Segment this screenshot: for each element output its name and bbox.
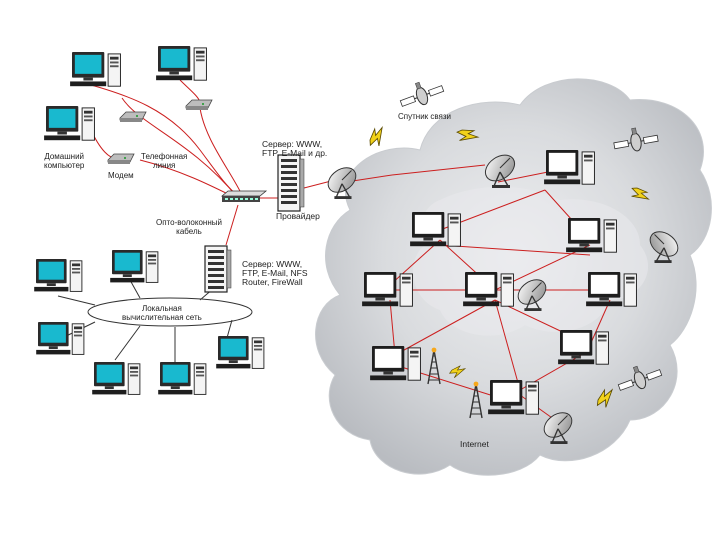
- lan-pc-1: [34, 259, 83, 292]
- isp-server-label-line2: FTP, E-Mail и др.: [262, 148, 328, 158]
- isp-server-label: Сервер: WWW, FTP, E-Mail и др.: [262, 140, 327, 158]
- provider-hub: [220, 190, 268, 202]
- cloud-pc-s: [488, 380, 539, 415]
- home-computer-label: Домашний компьютер: [44, 152, 84, 170]
- modem-right: [185, 99, 213, 110]
- lan-server: [204, 245, 232, 293]
- modem-label: Модем: [108, 171, 134, 180]
- lan-link-pc2: [129, 279, 141, 299]
- lan-pc-3: [36, 322, 85, 355]
- link-fiber-cable: [225, 204, 239, 246]
- home-computer-label-line2: компьютер: [44, 161, 85, 170]
- link-nw-ne: [439, 244, 591, 256]
- link-pc2-modem2: [179, 79, 201, 103]
- link-e-se: [589, 299, 611, 346]
- satellite-top: [399, 81, 445, 107]
- internet-label: Internet: [460, 439, 489, 449]
- satellite-bottom-right: [617, 365, 663, 391]
- lan-label-line1: Локальная: [141, 304, 182, 313]
- lan-link-pc4: [114, 325, 141, 361]
- radio-link-left: [369, 125, 383, 147]
- cloud-pc-ne: [566, 218, 617, 253]
- cloud-pc-se: [558, 330, 609, 365]
- radio-link-center: [456, 129, 480, 141]
- isp-server-label-line1: Сервер: WWW,: [262, 139, 323, 149]
- radio-tower-bottom: [469, 381, 483, 419]
- modem-home: [107, 153, 135, 164]
- cloud-dish-right: [649, 231, 679, 263]
- cloud-dish-bottom: [543, 412, 573, 444]
- satellite-link-label: Спутник связи: [398, 112, 452, 121]
- home-computer-label-line1: Домашний: [44, 152, 85, 161]
- home-pc-top-left: [70, 52, 121, 87]
- lan-server-label: Сервер: WWW, FTP, E-Mail, NFS Router, Fi…: [242, 260, 308, 287]
- lan-pc-2: [110, 250, 159, 283]
- lan-server-label-line1: Сервер: WWW,: [242, 259, 303, 269]
- phone-line-label-line2: линия: [153, 161, 176, 170]
- phone-line-label-line1: Телефонная: [141, 152, 188, 161]
- lan-pc-5: [158, 362, 207, 395]
- link-nw-w: [389, 239, 441, 286]
- lan-label: Локальная вычислительная сеть: [122, 304, 202, 322]
- modem-upper: [119, 111, 147, 122]
- radio-link-bottom: [596, 388, 614, 408]
- link-modem-right: [199, 107, 243, 196]
- cloud-pc-sw: [370, 346, 421, 381]
- cloud-pc-center: [463, 272, 514, 307]
- radio-tower-left: [427, 347, 441, 385]
- lan-link-pc1: [57, 295, 96, 306]
- provider-label: Провайдер: [276, 211, 320, 221]
- lan-server-label-line3: Router, FireWall: [242, 277, 303, 287]
- radio-link-tower: [448, 365, 467, 378]
- fiber-cable-label: Опто-волоконный кабель: [156, 218, 222, 236]
- provider-server: [277, 154, 305, 212]
- link-satdish-pc: [497, 171, 549, 183]
- satellite-right: [613, 127, 659, 152]
- cloud-pc-e: [586, 272, 637, 307]
- cloud-dish-center: [517, 279, 547, 311]
- lan-pc-4: [92, 362, 141, 395]
- home-pc-left: [44, 106, 95, 141]
- fiber-cable-label-line2: кабель: [176, 227, 202, 236]
- cloud-pc-top: [544, 150, 595, 185]
- link-dish-satdish: [391, 164, 486, 176]
- lan-label-line2: вычислительная сеть: [122, 313, 202, 322]
- provider-dish: [327, 167, 357, 199]
- cloud-dish-top: [484, 154, 516, 188]
- phone-line-label: Телефонная линия: [141, 152, 187, 170]
- cloud-pc-nw: [410, 212, 461, 247]
- lan-ellipse: [87, 297, 253, 327]
- link-w-sw: [389, 299, 396, 356]
- lan-pc-6: [216, 336, 265, 369]
- fiber-cable-label-line1: Опто-волоконный: [156, 218, 222, 227]
- link-center-sw: [394, 299, 496, 356]
- link-center-s: [494, 299, 521, 391]
- radio-link-right: [631, 187, 650, 200]
- cloud-pc-w: [362, 272, 413, 307]
- link-modem-upper: [121, 97, 239, 199]
- lan-server-label-line2: FTP, E-Mail, NFS: [242, 268, 308, 278]
- link-top-left-pc: [79, 81, 239, 197]
- home-pc-top-center: [156, 46, 207, 81]
